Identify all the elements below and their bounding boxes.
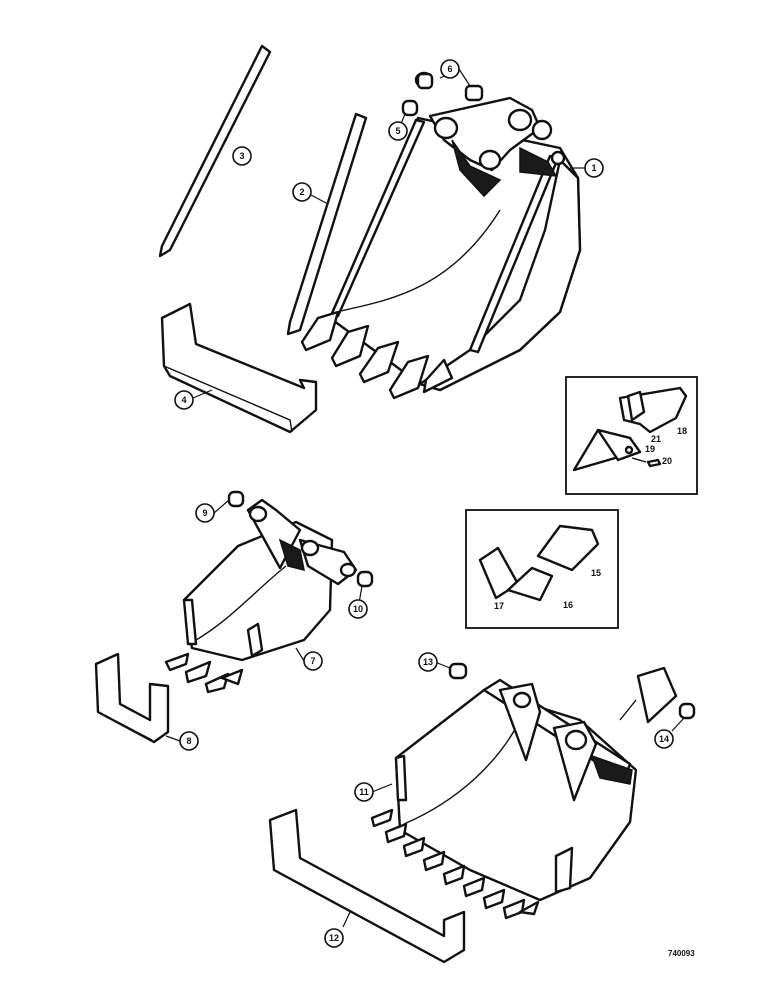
label-17: 17: [494, 601, 504, 611]
callout-10: 10: [348, 599, 368, 619]
callout-4: 4: [174, 390, 194, 410]
bushing-5: [401, 99, 419, 117]
callout-2: 2: [292, 182, 312, 202]
tooth-guard-small: [94, 652, 170, 744]
callout-13: 13: [418, 652, 438, 672]
callout-11: 11: [354, 782, 374, 802]
side-cutter: [619, 666, 678, 724]
wide-bucket: [370, 678, 638, 920]
label-15: 15: [591, 568, 601, 578]
svg-text:4: 4: [181, 395, 186, 405]
callout-6: 6: [440, 59, 460, 79]
wear-strip-side: [286, 112, 368, 336]
tooth-guard-wide: [268, 808, 466, 964]
drawing-number: 740093: [668, 949, 695, 958]
bushing-10: [356, 570, 374, 588]
svg-text:6: 6: [447, 64, 452, 74]
label-16: 16: [563, 600, 573, 610]
svg-text:2: 2: [299, 187, 304, 197]
large-bucket: [300, 96, 582, 400]
tooth-inset-mid: 15 16 17: [465, 509, 619, 629]
svg-text:13: 13: [423, 657, 433, 667]
label-21: 21: [651, 434, 661, 444]
callout-8: 8: [179, 731, 199, 751]
label-20: 20: [662, 456, 672, 466]
bushings-6: [414, 71, 484, 102]
callout-5: 5: [388, 121, 408, 141]
svg-text:1: 1: [591, 163, 596, 173]
svg-text:8: 8: [186, 736, 191, 746]
bushing-9: [227, 490, 245, 508]
svg-text:5: 5: [395, 126, 400, 136]
label-19: 19: [645, 444, 655, 454]
label-18: 18: [677, 426, 687, 436]
callout-3: 3: [232, 146, 252, 166]
svg-text:10: 10: [353, 604, 363, 614]
svg-text:7: 7: [310, 656, 315, 666]
svg-text:14: 14: [659, 734, 669, 744]
bushing-14: [678, 702, 696, 720]
medium-bucket: [164, 498, 358, 694]
callout-12: 12: [324, 928, 344, 948]
svg-text:9: 9: [202, 508, 207, 518]
svg-text:11: 11: [359, 787, 369, 797]
bushing-13: [448, 662, 468, 680]
callout-1: 1: [584, 158, 604, 178]
svg-text:3: 3: [239, 151, 244, 161]
wear-strip-long: [158, 44, 272, 258]
callout-14: 14: [654, 729, 674, 749]
callout-9: 9: [195, 503, 215, 523]
svg-text:12: 12: [329, 933, 339, 943]
tooth-inset-top: 18 19 20 21: [565, 376, 698, 495]
callout-7: 7: [303, 651, 323, 671]
tooth-guard-large: [160, 302, 318, 434]
